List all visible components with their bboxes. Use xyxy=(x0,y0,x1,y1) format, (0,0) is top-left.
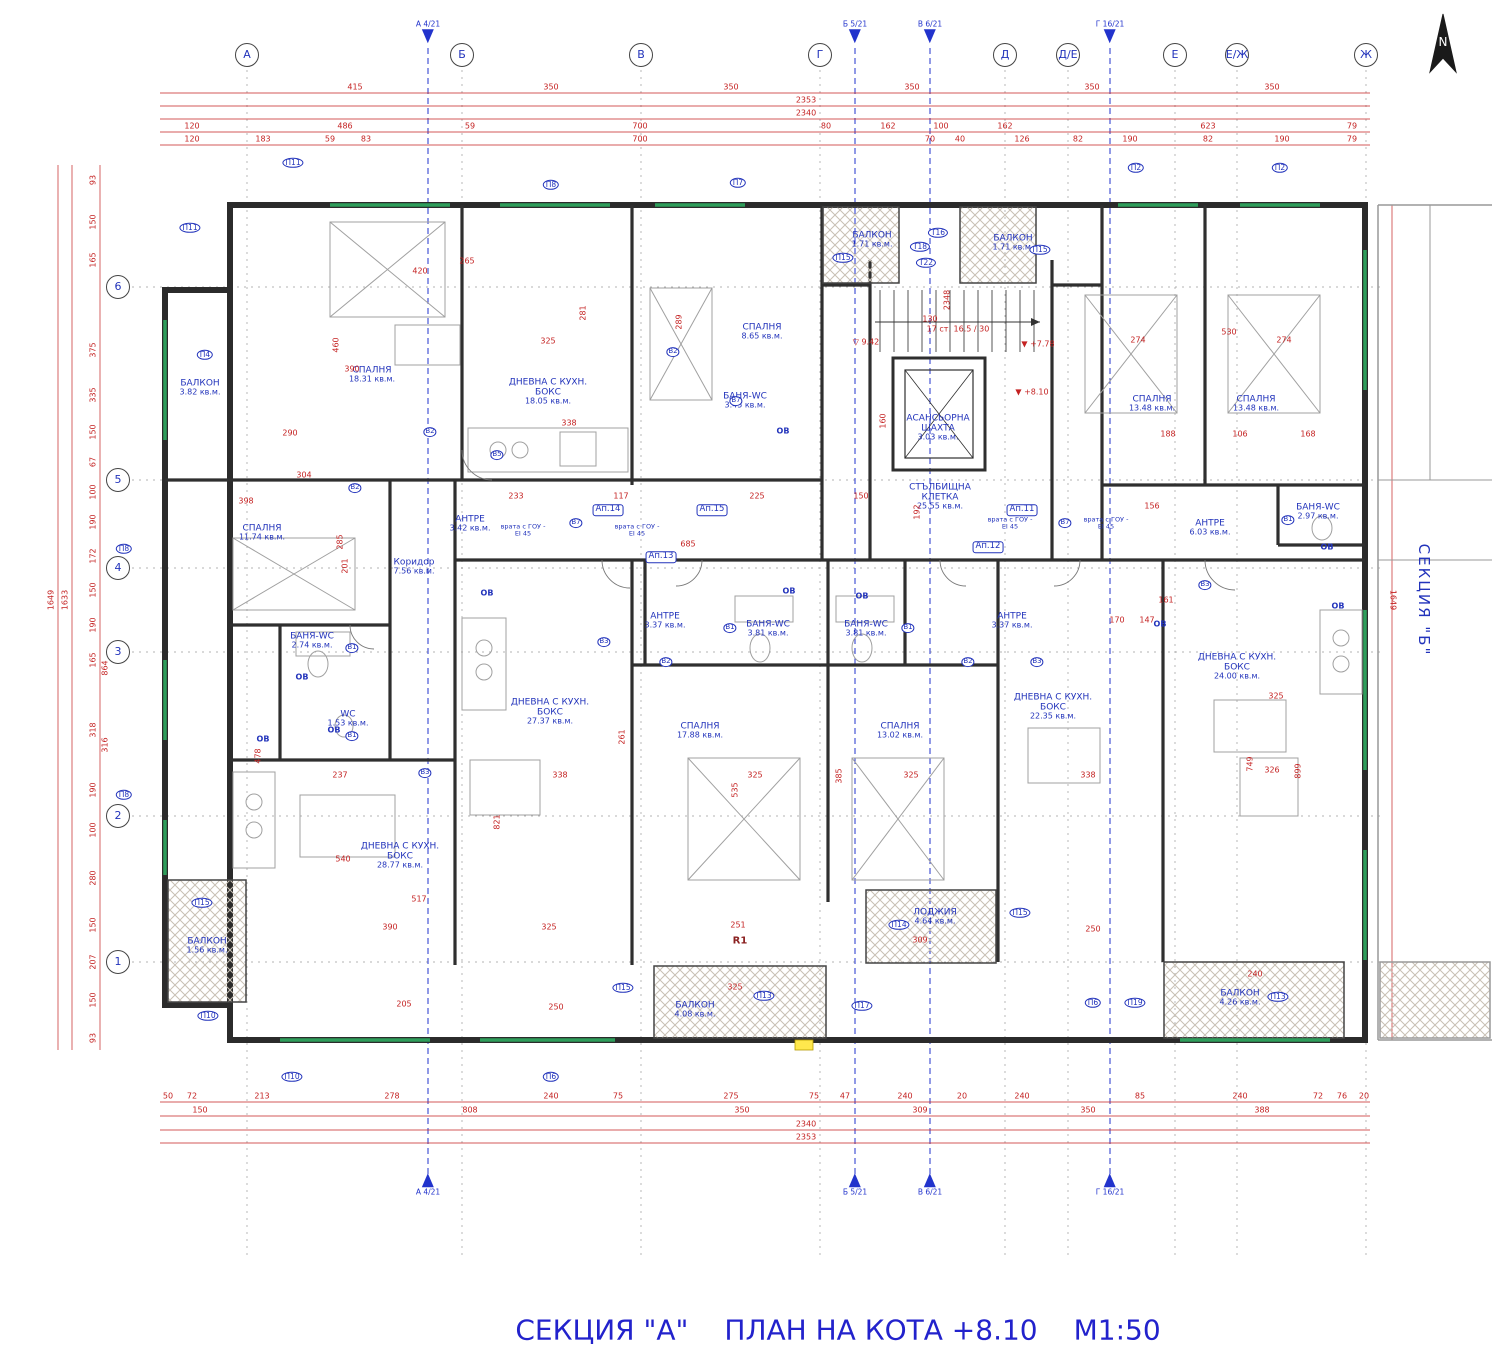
title-plan: ПЛАН НА КОТА +8.10 xyxy=(724,1313,1038,1347)
balcony-hatch xyxy=(167,206,1345,1039)
windows xyxy=(163,203,1367,1042)
elevator-shaft xyxy=(891,356,987,472)
section-cut-lines xyxy=(427,48,1111,1180)
section-b-adjacent xyxy=(1377,204,1492,1041)
stairs xyxy=(875,290,1040,352)
title-scale: М1:50 xyxy=(1073,1313,1161,1347)
adjacent-section-label: СЕКЦИЯ "Б" xyxy=(1415,543,1433,657)
walls-interior xyxy=(165,205,1365,965)
walls-outer xyxy=(162,202,1368,1043)
north-arrow: N xyxy=(1429,13,1457,74)
axis-grid-lines xyxy=(132,70,1385,1255)
door-swings xyxy=(349,449,1236,650)
legend-highlight xyxy=(794,1039,814,1051)
title-section: СЕКЦИЯ "А" xyxy=(515,1313,689,1347)
dimension-lines xyxy=(57,92,1393,1144)
furniture xyxy=(232,221,1363,881)
north-letter: N xyxy=(1439,35,1448,49)
drawing-title: СЕКЦИЯ "А" ПЛАН НА КОТА +8.10 М1:50 xyxy=(515,1314,1160,1347)
